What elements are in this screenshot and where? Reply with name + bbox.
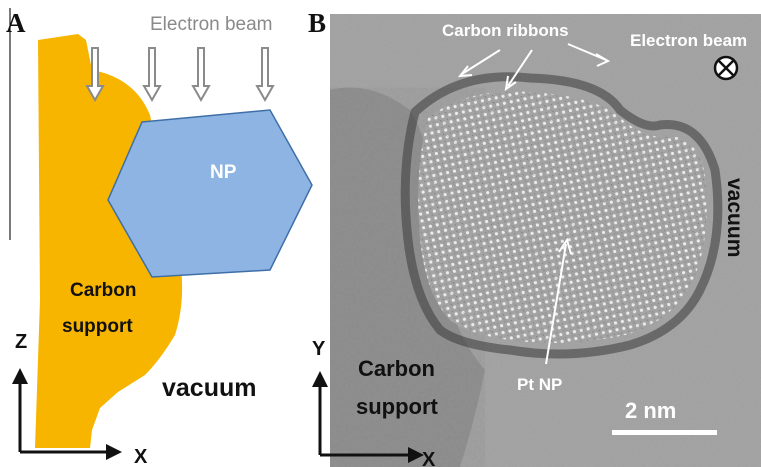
ribbon-arrows [457, 43, 611, 92]
beam-arrow [142, 47, 162, 103]
carbon-support-texture [330, 87, 485, 467]
panel-a-schematic: A Electron beam NP Carbon support vacuum… [0, 0, 320, 467]
x-axis-label: X [134, 446, 148, 467]
x-axis-label-b: X [422, 449, 436, 467]
beam-into-page-symbol [713, 55, 739, 81]
vacuum-label-b: vacuum [723, 178, 746, 257]
pt-np-label: Pt NP [517, 375, 562, 394]
schematic-svg: A Electron beam NP Carbon support vacuum… [6, 8, 313, 467]
tem-svg: B Carbon ribbons Electron beam vacuum Pt… [308, 8, 761, 467]
ribbon-arrow-1 [461, 49, 501, 75]
electron-beam-label-b: Electron beam [630, 31, 747, 50]
ribbon-arrowhead-2 [504, 75, 517, 92]
nanoparticle-hexagon [107, 109, 313, 278]
pt-lattice-overlay [418, 91, 707, 344]
x-arrow-head-b [408, 447, 424, 463]
electron-beam-arrows [85, 47, 275, 103]
np-label: NP [210, 162, 237, 183]
pt-arrow [545, 237, 572, 365]
z-axis-label: Z [15, 331, 27, 353]
pt-arrowhead [558, 237, 572, 255]
carbon-ribbon-shell [400, 72, 723, 359]
ribbon-arrow-2 [507, 49, 533, 87]
pt-arrow-line [545, 243, 567, 365]
scale-bar-label: 2 nm [625, 398, 676, 423]
beam-arrow [85, 47, 105, 103]
axes-yx [312, 371, 424, 463]
panel-b-label: B [308, 8, 326, 38]
y-arrow-head [312, 371, 328, 387]
beam-arrow [255, 47, 275, 103]
x-arrow-head [106, 444, 122, 460]
vacuum-label: vacuum [162, 374, 256, 402]
ribbon-arrow-3 [567, 43, 607, 61]
carbon-label-line2: support [62, 316, 133, 337]
panel-b-tem-image: B Carbon ribbons Electron beam vacuum Pt… [300, 0, 761, 467]
beam-arrow [191, 47, 211, 103]
carbon-ribbons-label: Carbon ribbons [442, 21, 569, 40]
electron-beam-label: Electron beam [150, 14, 273, 35]
carbon-label-line1: Carbon [70, 280, 137, 301]
ribbon-arrowhead-3 [595, 53, 611, 67]
scale-bar [612, 430, 717, 435]
ribbon-arrowhead-1 [457, 65, 473, 78]
y-axis-label: Y [312, 338, 326, 360]
axes-zx [12, 368, 122, 460]
z-arrow-head [12, 368, 28, 384]
panel-a-label: A [6, 8, 26, 38]
carbon-support-label-line2: support [356, 394, 439, 419]
carbon-support-label-line1: Carbon [358, 356, 435, 381]
